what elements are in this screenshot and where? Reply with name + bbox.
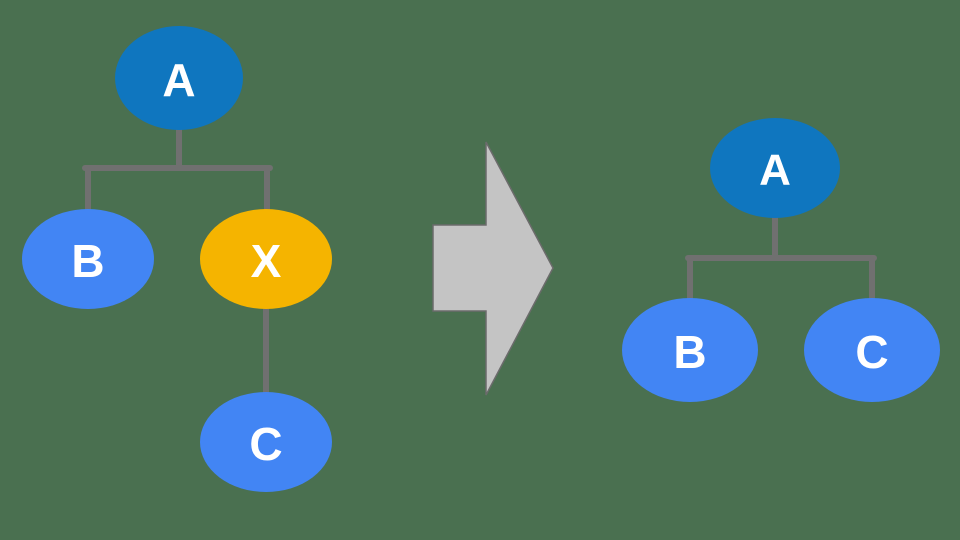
right-node-c[interactable]: C bbox=[804, 298, 940, 402]
right-tree: A B C bbox=[622, 118, 940, 402]
left-node-a-label: A bbox=[162, 54, 195, 106]
left-node-b[interactable]: B bbox=[22, 209, 154, 309]
left-tree: A B X C bbox=[22, 26, 332, 492]
left-node-a[interactable]: A bbox=[115, 26, 243, 130]
arrow-right-icon bbox=[432, 141, 554, 396]
left-node-b-shape bbox=[22, 209, 154, 309]
left-node-c-label: C bbox=[249, 418, 282, 470]
right-node-a-shape bbox=[710, 118, 840, 218]
left-node-x[interactable]: X bbox=[200, 209, 332, 309]
right-node-a-label: A bbox=[759, 146, 791, 195]
right-node-a[interactable]: A bbox=[710, 118, 840, 218]
right-node-b[interactable]: B bbox=[622, 298, 758, 402]
left-node-b-label: B bbox=[71, 235, 104, 287]
left-tree-connectors bbox=[82, 125, 273, 398]
transform-arrow bbox=[432, 141, 554, 396]
right-tree-connectors bbox=[685, 212, 877, 305]
left-node-c[interactable]: C bbox=[200, 392, 332, 492]
left-node-c-shape bbox=[200, 392, 332, 492]
right-node-b-shape bbox=[622, 298, 758, 402]
left-node-x-label: X bbox=[251, 235, 282, 287]
right-node-c-shape bbox=[804, 298, 940, 402]
right-node-c-label: C bbox=[855, 326, 888, 378]
left-node-x-shape bbox=[200, 209, 332, 309]
left-node-a-shape bbox=[115, 26, 243, 130]
right-node-b-label: B bbox=[673, 326, 706, 378]
